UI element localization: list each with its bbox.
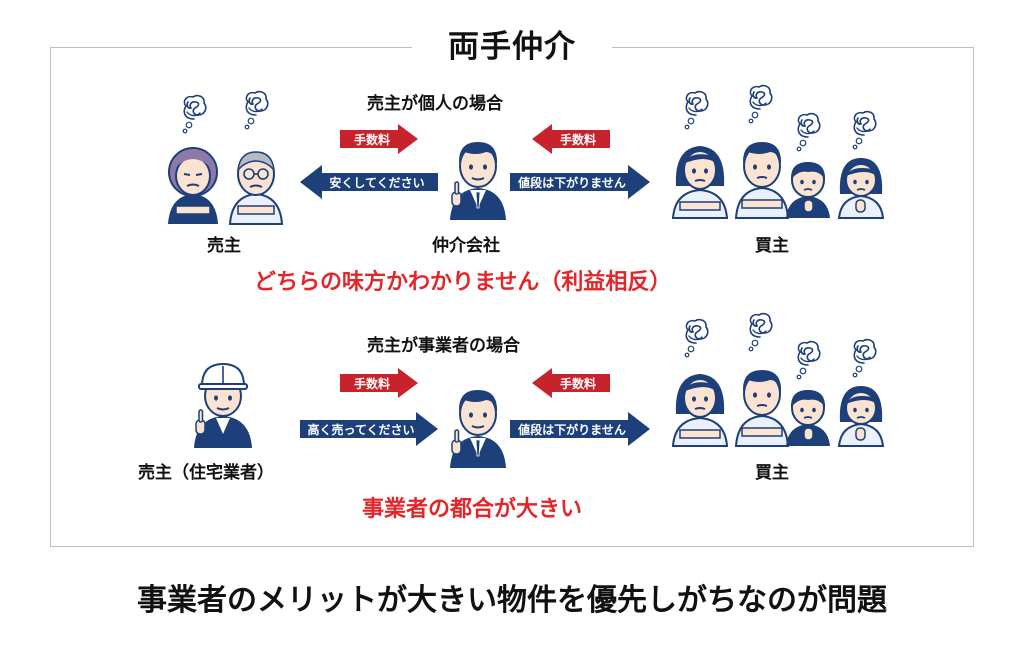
buyer-boy-icon [784, 384, 832, 446]
case2-fee-right-label: 手数料 [559, 376, 596, 391]
buyer-boy-icon [784, 156, 832, 218]
case1-fee-arrow-to-agent: 手数料 [340, 124, 418, 154]
case1-fee-left-label: 手数料 [353, 132, 390, 147]
case2-heading: 売主が事業者の場合 [367, 336, 520, 356]
buyer-thought-bubble-icon [848, 338, 878, 378]
buyer-thought-bubble-icon [680, 90, 710, 130]
case1-message-left-label: 安くしてください [329, 175, 425, 190]
case1-heading: 売主が個人の場合 [367, 94, 503, 114]
buyer-man-icon [734, 128, 790, 219]
case1-message-right-label: 値段は下がりません [518, 175, 626, 190]
buyer-thought-bubble-icon [744, 312, 774, 352]
case1-fee-arrow-from-buyer: 手数料 [532, 124, 610, 154]
case1-buyer-label: 買主 [755, 236, 789, 256]
case2-message-left-label: 高く売ってください [307, 422, 415, 437]
buyer-woman-icon [670, 362, 730, 447]
buyer-thought-bubble-icon [848, 110, 878, 150]
case2-fee-arrow-from-buyer: 手数料 [532, 368, 610, 398]
case1-message-arrow-to-seller: 安くしてください [300, 165, 438, 199]
case1-message-arrow-to-buyer: 値段は下がりません [510, 165, 650, 199]
case1-warning: どちらの味方かわかりません（利益相反） [254, 270, 672, 295]
diagram-title: 両手仲介 [412, 25, 612, 69]
buyer-girl-icon [836, 154, 886, 219]
buyer-thought-bubble-icon [680, 318, 710, 358]
buyer-girl-icon [836, 382, 886, 447]
builder-hardhat-seller-icon [190, 356, 256, 448]
case1-agent-label: 仲介会社 [432, 236, 500, 256]
seller-thought-bubble-icon [178, 94, 208, 134]
case2-fee-arrow-to-agent: 手数料 [340, 368, 418, 398]
agent-businessman-icon [446, 130, 510, 220]
case2-fee-left-label: 手数料 [353, 376, 390, 391]
buyer-man-icon [734, 356, 790, 447]
conclusion-text: 事業者のメリットが大きい物件を優先しがちなのが問題 [137, 583, 887, 618]
case2-message-right-label: 値段は下がりません [518, 422, 626, 437]
buyer-thought-bubble-icon [792, 340, 822, 380]
elderly-woman-seller-icon [166, 140, 220, 224]
seller-thought-bubble-icon [240, 90, 270, 130]
case2-message-arrow-to-buyer: 値段は下がりません [510, 412, 650, 446]
case2-message-arrow-to-agent: 高く売ってください [300, 412, 438, 446]
case2-seller-label: 売主（住宅業者） [138, 463, 274, 483]
case2-buyer-label: 買主 [755, 463, 789, 483]
elderly-man-seller-icon [228, 140, 284, 225]
buyer-woman-icon [670, 134, 730, 219]
case2-warning: 事業者の都合が大きい [362, 497, 583, 522]
buyer-thought-bubble-icon [744, 84, 774, 124]
case1-fee-right-label: 手数料 [559, 132, 596, 147]
agent-businessman-icon [446, 378, 510, 468]
buyer-thought-bubble-icon [792, 112, 822, 152]
case1-seller-label: 売主 [207, 236, 241, 256]
